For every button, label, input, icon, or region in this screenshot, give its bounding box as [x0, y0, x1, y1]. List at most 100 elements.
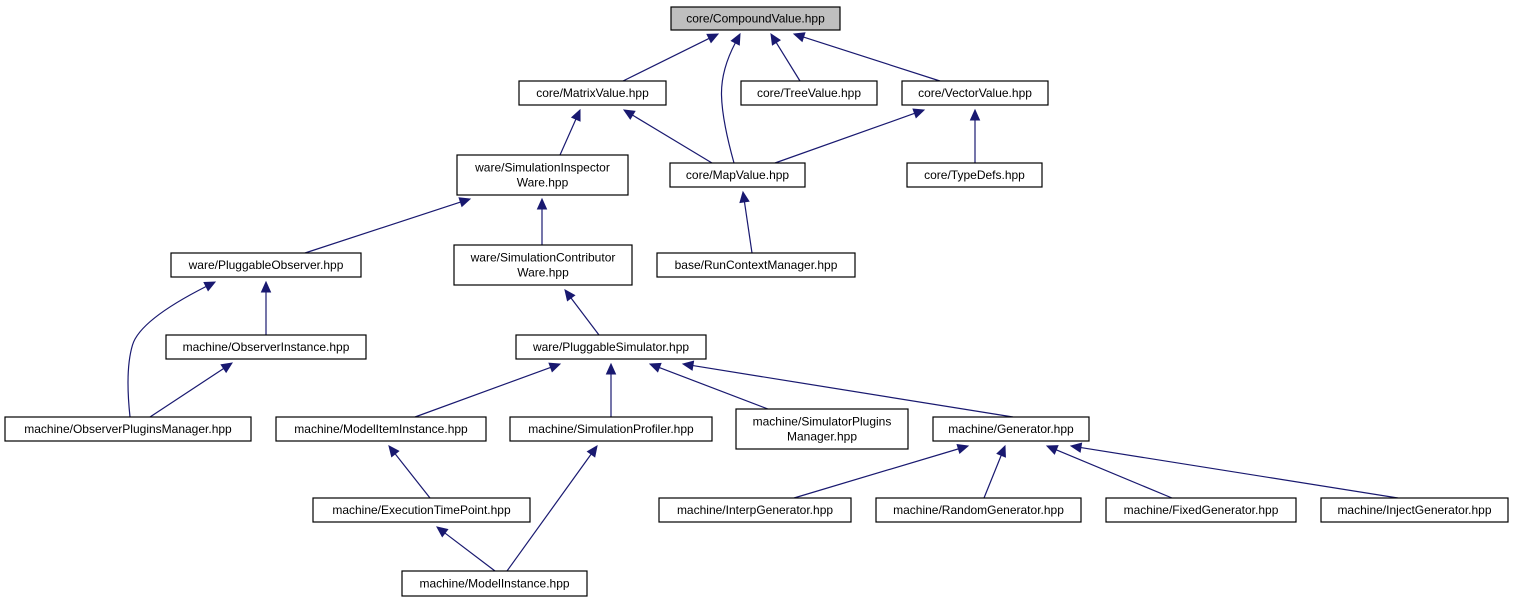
- arrowhead-icon: [1045, 445, 1059, 455]
- arrowhead-icon: [622, 109, 636, 120]
- node-label: machine/FixedGenerator.hpp: [1124, 503, 1279, 517]
- edge-line: [414, 366, 551, 418]
- node-box: [170, 252, 362, 278]
- arrowhead-icon: [536, 197, 548, 210]
- edge-line: [444, 532, 496, 572]
- node-obsplugins[interactable]: machine/ObserverPluginsManager.hpp: [4, 416, 252, 442]
- edge-line: [803, 36, 941, 82]
- edge-interp-to-generator: [793, 443, 970, 499]
- node-label: core/TypeDefs.hpp: [924, 168, 1025, 182]
- node-modelitem[interactable]: machine/ModelItemInstance.hpp: [275, 416, 487, 442]
- edge-modelinstance-to-exectime: [436, 526, 496, 572]
- node-label: machine/Generator.hpp: [948, 422, 1074, 436]
- node-obsinstance[interactable]: machine/ObserverInstance.hpp: [165, 334, 367, 360]
- arrowhead-icon: [548, 362, 562, 373]
- edge-line: [1080, 446, 1399, 499]
- arrowhead-icon: [605, 362, 617, 375]
- node-plugobserver[interactable]: ware/PluggableObserver.hpp: [170, 252, 362, 278]
- arrowhead-icon: [912, 108, 926, 119]
- node-label: machine/ObserverPluginsManager.hpp: [24, 422, 232, 436]
- edge-modelitem-to-plugsim: [414, 362, 562, 418]
- arrowhead-icon: [792, 32, 806, 43]
- arrowhead-icon: [436, 526, 449, 538]
- node-label: base/RunContextManager.hpp: [675, 258, 838, 272]
- node-compound[interactable]: core/CompoundValue.hpp: [670, 6, 841, 31]
- edge-map-to-compound: [720, 32, 741, 164]
- node-modelinstance[interactable]: machine/ModelInstance.hpp: [401, 570, 588, 597]
- node-exectime[interactable]: machine/ExecutionTimePoint.hpp: [312, 497, 531, 523]
- node-generator[interactable]: machine/Generator.hpp: [932, 416, 1090, 442]
- node-label: machine/RandomGenerator.hpp: [893, 503, 1064, 517]
- node-runctx[interactable]: base/RunContextManager.hpp: [656, 252, 856, 278]
- arrowhead-icon: [706, 33, 720, 44]
- edges-layer: [127, 32, 1399, 572]
- node-label: ware/SimulationContributor: [470, 251, 616, 265]
- node-label: machine/ModelInstance.hpp: [419, 577, 569, 591]
- edge-typedefs-to-vector: [969, 108, 981, 163]
- edge-fixed-to-generator: [1045, 445, 1173, 499]
- edge-line: [506, 453, 592, 572]
- node-box: [875, 497, 1082, 523]
- node-random[interactable]: machine/RandomGenerator.hpp: [875, 497, 1082, 523]
- edge-matrix-to-compound: [622, 33, 720, 82]
- edge-line: [622, 37, 710, 82]
- node-box: [509, 416, 713, 442]
- edge-obsplugins-to-plugobserver: [127, 281, 217, 418]
- arrowhead-icon: [681, 360, 695, 371]
- edge-obsplugins-to-obsinstance: [149, 362, 234, 418]
- node-label: machine/InterpGenerator.hpp: [677, 503, 833, 517]
- node-fixed[interactable]: machine/FixedGenerator.hpp: [1105, 497, 1297, 523]
- node-matrix[interactable]: core/MatrixValue.hpp: [518, 80, 667, 106]
- edge-obsinstance-to-plugobserver: [260, 280, 272, 335]
- edge-tree-to-compound: [770, 32, 801, 82]
- node-label: machine/ModelItemInstance.hpp: [294, 422, 468, 436]
- node-label: machine/SimulatorPlugins: [753, 415, 892, 429]
- edge-line: [394, 453, 431, 499]
- arrowhead-icon: [203, 281, 217, 292]
- node-plugsim[interactable]: ware/PluggableSimulator.hpp: [515, 334, 707, 360]
- edge-plugobserver-to-siminspector: [304, 197, 472, 254]
- node-simprofiler[interactable]: machine/SimulationProfiler.hpp: [509, 416, 713, 442]
- node-label: machine/InjectGenerator.hpp: [1337, 503, 1491, 517]
- edge-line: [559, 118, 577, 156]
- arrowhead-icon: [1069, 442, 1083, 453]
- node-typedefs[interactable]: core/TypeDefs.hpp: [906, 162, 1043, 188]
- arrowhead-icon: [770, 32, 782, 46]
- edge-runctx-to-map: [739, 190, 753, 254]
- edge-line: [775, 42, 801, 82]
- arrowhead-icon: [388, 445, 400, 458]
- node-vector[interactable]: core/VectorValue.hpp: [901, 80, 1049, 106]
- edge-modelinstance-to-simprofiler: [506, 445, 598, 572]
- node-label: Ware.hpp: [517, 266, 569, 280]
- node-map[interactable]: core/MapValue.hpp: [669, 162, 806, 188]
- arrowhead-icon: [996, 444, 1006, 458]
- arrowhead-icon: [586, 445, 598, 458]
- edge-exectime-to-modelitem: [388, 445, 431, 499]
- node-label: core/TreeValue.hpp: [757, 86, 861, 100]
- edge-line: [570, 297, 600, 336]
- node-box: [275, 416, 487, 442]
- node-label: machine/ExecutionTimePoint.hpp: [332, 503, 511, 517]
- arrowhead-icon: [739, 190, 750, 204]
- node-tree[interactable]: core/TreeValue.hpp: [740, 80, 878, 106]
- edge-line: [659, 367, 769, 410]
- edge-vector-to-compound: [792, 32, 941, 82]
- node-label: Ware.hpp: [517, 176, 569, 190]
- node-box: [515, 334, 707, 360]
- node-label: Manager.hpp: [787, 430, 857, 444]
- arrowhead-icon: [956, 443, 970, 455]
- node-box: [453, 244, 633, 286]
- node-box: [4, 416, 252, 442]
- node-label: machine/ObserverInstance.hpp: [183, 340, 350, 354]
- node-interp[interactable]: machine/InterpGenerator.hpp: [658, 497, 852, 523]
- arrowhead-icon: [969, 108, 981, 121]
- node-box: [656, 252, 856, 278]
- node-box: [735, 408, 909, 450]
- node-inject[interactable]: machine/InjectGenerator.hpp: [1320, 497, 1509, 523]
- edge-map-to-vector: [774, 108, 926, 164]
- node-box: [901, 80, 1049, 106]
- node-label: core/MatrixValue.hpp: [536, 86, 649, 100]
